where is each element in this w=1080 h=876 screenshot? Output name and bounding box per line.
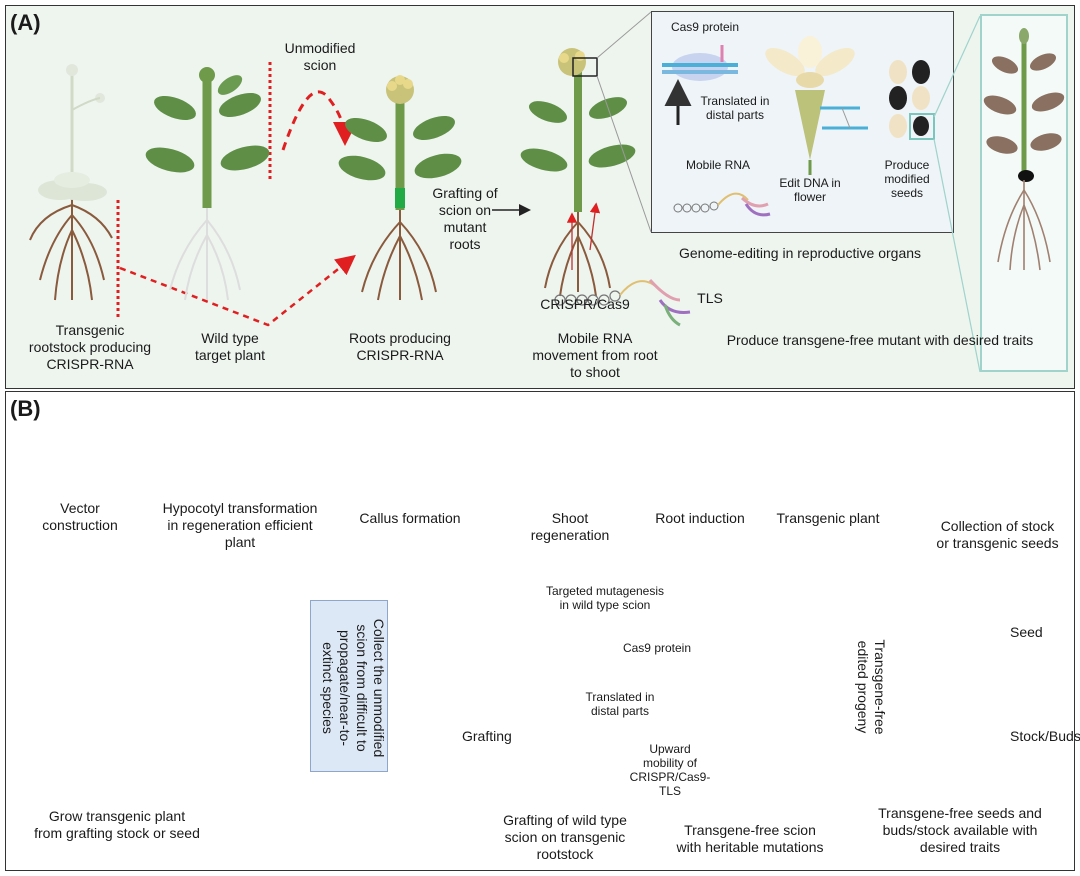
wild-type-roots: [169, 208, 241, 301]
stock-buds-label: Stock/Buds: [1010, 728, 1080, 744]
arrow-scion: [281, 90, 357, 151]
mutant-plant-roots: [997, 180, 1051, 271]
step-callus: Callus formation: [359, 510, 461, 526]
dna-edit-icon: [820, 106, 868, 130]
panel-a-label: (A): [10, 10, 41, 35]
produce-mutant-label: Produce transgene-free mutant with desir…: [726, 332, 1034, 348]
collect-scion-box: [310, 600, 388, 772]
grafted-plant-1-roots: [361, 210, 437, 301]
grafting-label: Grafting: [462, 728, 512, 744]
mutant-plant: [983, 28, 1065, 182]
zoom-line-top: [596, 11, 652, 59]
crispr-cas9-label: CRISPR/Cas9: [540, 296, 630, 312]
genome-editing-label: Genome-editing in reproductive organs: [678, 245, 922, 261]
mobile-rna-arrow-2: [589, 202, 601, 251]
step-transgenic-plant: Transgenic plant: [776, 510, 880, 526]
inset-cas9-label: Cas9 protein: [670, 20, 740, 34]
mobile-rna-icon-a: [673, 192, 771, 217]
rootstock-roots: [29, 200, 113, 301]
seed-zoom-line-1: [933, 15, 981, 118]
grafted-plant-2-roots: [544, 212, 611, 297]
cas9-protein-label-b: Cas9 protein: [622, 641, 692, 655]
panel-b: [5, 391, 1075, 871]
seeds-icon: [889, 60, 935, 140]
tls-label: TLS: [697, 290, 723, 306]
cas9-protein-icon-a: [662, 45, 738, 81]
inset-mobile-rna-label: Mobile RNA: [685, 158, 751, 172]
seed-label: Seed: [1010, 624, 1043, 640]
grafted-plant-2: [520, 48, 636, 212]
flower-icon: [765, 36, 855, 175]
zoom-line-bottom: [596, 75, 652, 233]
transgenic-rootstock-plant: [38, 64, 107, 201]
grafted-plant-1: [338, 75, 462, 210]
flower-zoom-box: [572, 57, 598, 77]
panel-b-label: (B): [10, 396, 41, 421]
seed-zoom-line-2: [933, 138, 981, 373]
wild-type-plant: [145, 67, 270, 208]
step-root-induction: Root induction: [655, 510, 745, 526]
arrow-rootstock-to-roots: [119, 254, 356, 327]
crispr-rna-structure-a: [554, 278, 691, 327]
